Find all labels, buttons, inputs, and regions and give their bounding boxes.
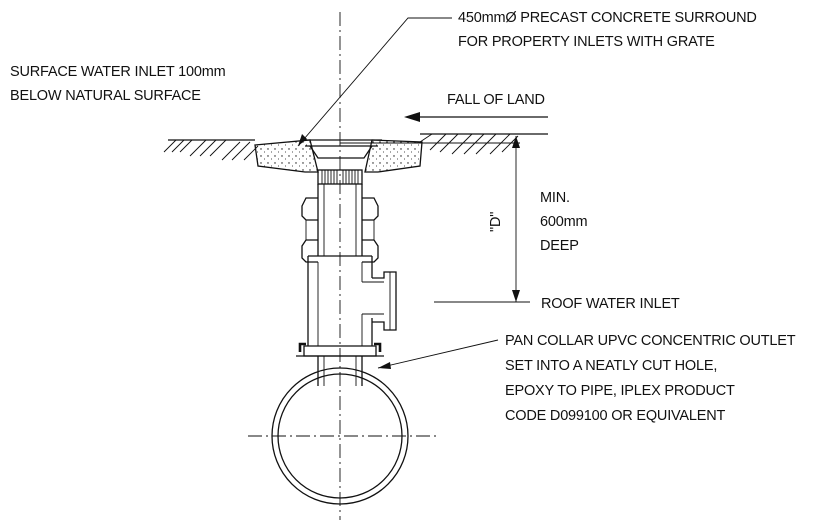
pan-collar-outlet xyxy=(296,342,384,386)
surround-label-line1: 450mmØ PRECAST CONCRETE SURROUND xyxy=(458,10,757,26)
fall-arrow xyxy=(404,112,548,122)
earth-hatching-right xyxy=(419,133,519,155)
depth-symbol-label: "D" xyxy=(488,212,504,232)
pan-collar-label-line1: PAN COLLAR UPVC CONCENTRIC OUTLET xyxy=(505,333,796,349)
pan-collar-label-line4: CODE D099100 OR EQUIVALENT xyxy=(505,408,726,424)
min-depth-label-line1: MIN. xyxy=(540,190,570,206)
depth-dimension xyxy=(434,136,530,303)
fall-of-land-label: FALL OF LAND xyxy=(447,92,545,108)
surround-label-line2: FOR PROPERTY INLETS WITH GRATE xyxy=(458,34,715,50)
pan-collar-label-line2: SET INTO A NEATLY CUT HOLE, xyxy=(505,358,717,374)
min-depth-label-line3: DEEP xyxy=(540,238,579,254)
surface-inlet-label-line1: SURFACE WATER INLET 100mm xyxy=(10,64,226,80)
surface-inlet-label-line2: BELOW NATURAL SURFACE xyxy=(10,88,201,104)
inlet-grate xyxy=(317,169,363,185)
earth-hatching-left xyxy=(163,139,259,161)
riser-pipe xyxy=(317,184,363,256)
min-depth-label-line2: 600mm xyxy=(540,214,587,230)
precast-concrete-surround xyxy=(254,139,423,173)
pan-collar-label-line3: EPOXY TO PIPE, IPLEX PRODUCT xyxy=(505,383,735,399)
roof-water-inlet-label: ROOF WATER INLET xyxy=(541,296,680,312)
tee-junction xyxy=(307,255,397,346)
stormwater-pipe xyxy=(271,367,409,505)
leader-lines xyxy=(297,17,499,369)
